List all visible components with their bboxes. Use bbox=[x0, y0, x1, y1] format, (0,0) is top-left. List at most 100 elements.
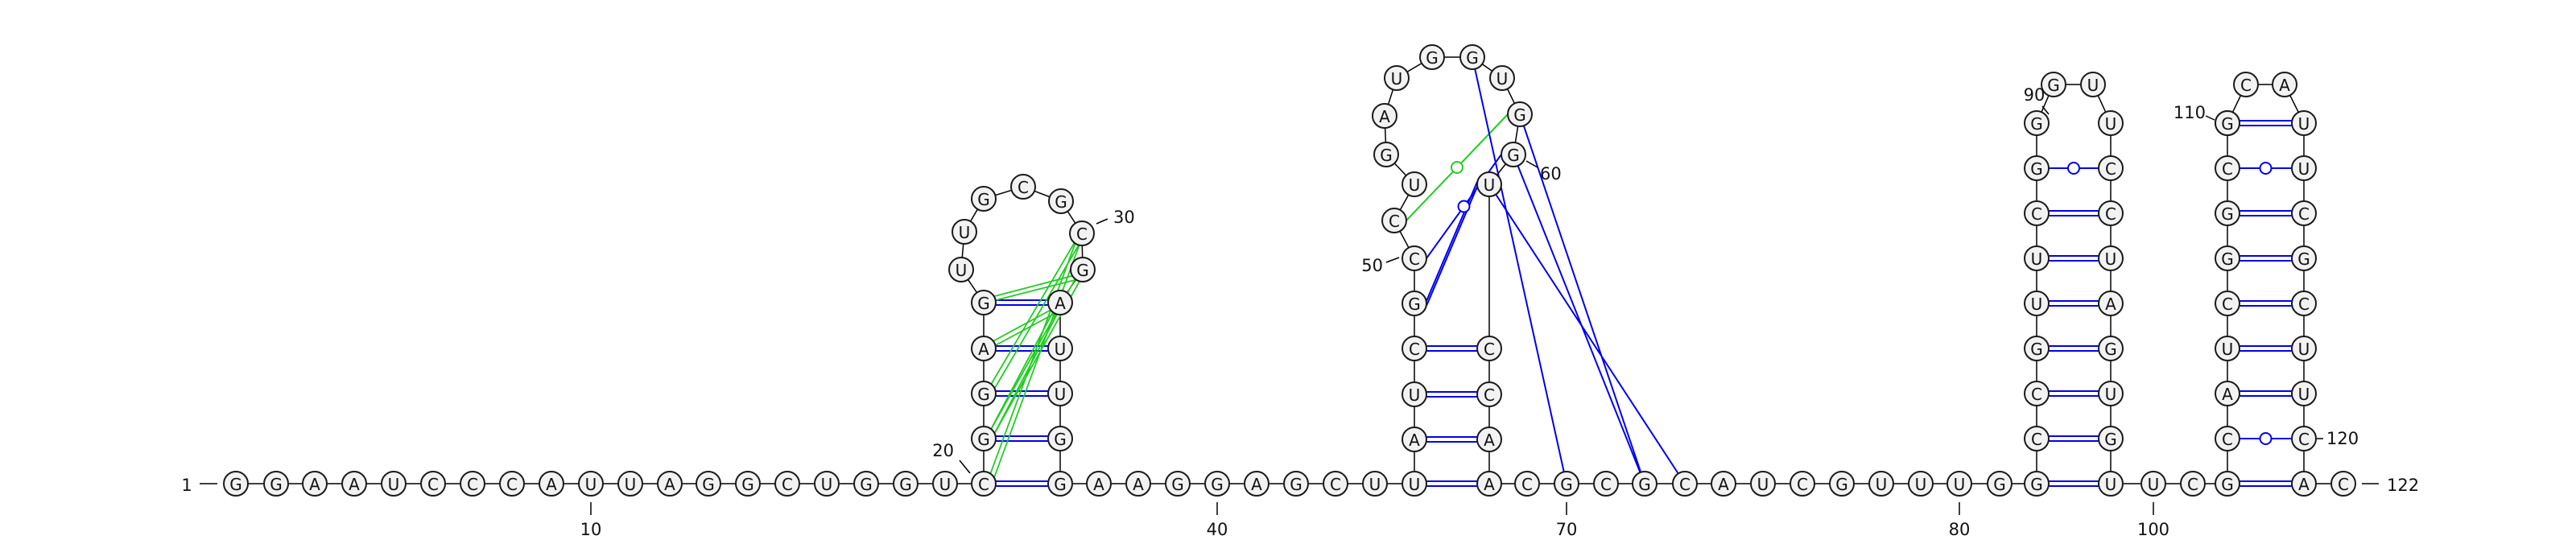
nucleotide: A bbox=[971, 336, 997, 361]
nucleotide-circle bbox=[1632, 471, 1657, 497]
nucleotide: U bbox=[2098, 245, 2124, 271]
nucleotide-letter: G bbox=[1408, 295, 1421, 314]
nucleotide-letter: U bbox=[1876, 475, 1888, 494]
nucleotide-circle bbox=[1750, 471, 1776, 497]
nucleotide-circle bbox=[2098, 291, 2124, 316]
nucleotide: C bbox=[2098, 200, 2124, 226]
nucleotide-circle bbox=[2041, 72, 2066, 97]
nucleotide-letter: U bbox=[1409, 385, 1421, 405]
nucleotide-letter: U bbox=[2105, 385, 2117, 404]
three-prime-label: 122 bbox=[2387, 476, 2419, 495]
nucleotide-circle bbox=[2291, 110, 2317, 136]
nucleotide-circle bbox=[1459, 44, 1485, 70]
nucleotide: C bbox=[1790, 471, 1815, 497]
nucleotide: G bbox=[1507, 101, 1533, 127]
nucleotide-letter: G bbox=[2047, 76, 2060, 95]
nucleotide-letter: U bbox=[2105, 475, 2117, 494]
pair-marker bbox=[2259, 162, 2273, 175]
nucleotide-letter: U bbox=[1915, 475, 1927, 494]
numbering-label: 100 bbox=[2137, 520, 2169, 539]
nucleotide: C bbox=[2215, 291, 2240, 316]
nucleotide: G bbox=[893, 471, 919, 497]
nucleotide-circle bbox=[2272, 72, 2297, 97]
nucleotide-circle bbox=[774, 471, 800, 497]
pair-marker bbox=[1457, 200, 1471, 213]
nucleotide-circle bbox=[1402, 291, 1427, 316]
nucleotide-circle bbox=[1047, 471, 1073, 497]
nucleotide-circle bbox=[1244, 471, 1269, 497]
nucleotide: U bbox=[2215, 336, 2240, 361]
nucleotide: U bbox=[932, 471, 958, 497]
nucleotide: G bbox=[735, 471, 761, 497]
nucleotide: C bbox=[774, 471, 800, 497]
nucleotide-circle bbox=[1384, 65, 1410, 91]
nucleotide: A bbox=[2098, 291, 2124, 316]
nucleotide-letter: G bbox=[229, 475, 242, 494]
nucleotide: C bbox=[2291, 426, 2317, 451]
nucleotide: C bbox=[1069, 221, 1095, 246]
nucleotide: C bbox=[2215, 426, 2240, 451]
nucleotide-circle bbox=[223, 471, 249, 497]
nucleotide-circle bbox=[2098, 426, 2124, 451]
nucleotide: G bbox=[971, 426, 997, 451]
nucleotide-letter: C bbox=[2298, 295, 2310, 314]
nucleotide-letter: U bbox=[2298, 159, 2310, 179]
nucleotide-circle bbox=[2024, 245, 2050, 271]
nucleotide-letter: U bbox=[956, 261, 968, 280]
tertiary-interaction-line bbox=[988, 307, 1056, 435]
nucleotide: U bbox=[1868, 471, 1894, 497]
nucleotide: G bbox=[223, 471, 249, 497]
nucleotide: C bbox=[1323, 471, 1348, 497]
nucleotide-letter: U bbox=[2222, 340, 2234, 359]
nucleotide-letter: U bbox=[1757, 475, 1769, 494]
nucleotide-circle bbox=[1476, 471, 1502, 497]
nucleotide: G bbox=[1419, 44, 1445, 70]
nucleotide-circle bbox=[2098, 155, 2124, 181]
nucleotide-circle bbox=[1372, 103, 1397, 129]
numbering-tick bbox=[959, 460, 971, 474]
pseudoknot-line bbox=[1488, 183, 1686, 484]
nucleotide-circle bbox=[1402, 336, 1427, 361]
nucleotide: U bbox=[578, 471, 604, 497]
nucleotide-letter: A bbox=[1484, 475, 1495, 494]
nucleotide: U bbox=[2291, 110, 2317, 136]
nucleotide-circle bbox=[2291, 336, 2317, 361]
nucleotide-letter: A bbox=[1093, 475, 1104, 494]
nucleotide-letter: A bbox=[546, 475, 557, 494]
nucleotide-circle bbox=[2180, 471, 2206, 497]
nucleotide-circle bbox=[2291, 426, 2317, 451]
nucleotide-circle bbox=[2215, 200, 2240, 226]
nucleotide-letter: C bbox=[782, 475, 793, 494]
nucleotide-letter: U bbox=[821, 475, 833, 494]
nucleotide-letter: A bbox=[2279, 76, 2290, 95]
nucleotide: G bbox=[1070, 257, 1096, 282]
nucleotide-circle bbox=[1489, 65, 1515, 91]
nucleotide-letter: G bbox=[2104, 430, 2117, 449]
nucleotide-letter: C bbox=[427, 475, 439, 494]
nucleotide-circle bbox=[657, 471, 683, 497]
numbering-tick bbox=[1385, 257, 1400, 263]
numbering-label: 70 bbox=[1556, 520, 1578, 539]
nucleotide: U bbox=[1908, 471, 1934, 497]
numbering-label: 90 bbox=[2024, 85, 2046, 105]
nucleotide-circle bbox=[893, 471, 919, 497]
tertiary-interaction-line bbox=[988, 237, 1078, 390]
nucleotide: G bbox=[853, 471, 879, 497]
nucleotide-letter: G bbox=[1380, 146, 1393, 165]
nucleotide-circle bbox=[1419, 44, 1445, 70]
nucleotide: C bbox=[2330, 471, 2356, 497]
pair-marker bbox=[1451, 161, 1463, 174]
nucleotide-circle bbox=[1554, 471, 1579, 497]
nucleotide: U bbox=[1489, 65, 1515, 91]
nucleotide-letter: U bbox=[1369, 475, 1381, 494]
nucleotide-letter: G bbox=[977, 294, 990, 313]
nucleotide-circle bbox=[1047, 381, 1073, 406]
nucleotide-circle bbox=[971, 336, 997, 361]
nucleotide: A bbox=[1476, 427, 1502, 452]
nucleotide: U bbox=[2098, 381, 2124, 406]
nucleotide-letter: A bbox=[1718, 475, 1729, 494]
nucleotide: C bbox=[1672, 471, 1698, 497]
nucleotide-letter: C bbox=[1484, 385, 1495, 405]
nucleotide-letter: G bbox=[2297, 249, 2310, 269]
nucleotide: U bbox=[2098, 471, 2124, 497]
